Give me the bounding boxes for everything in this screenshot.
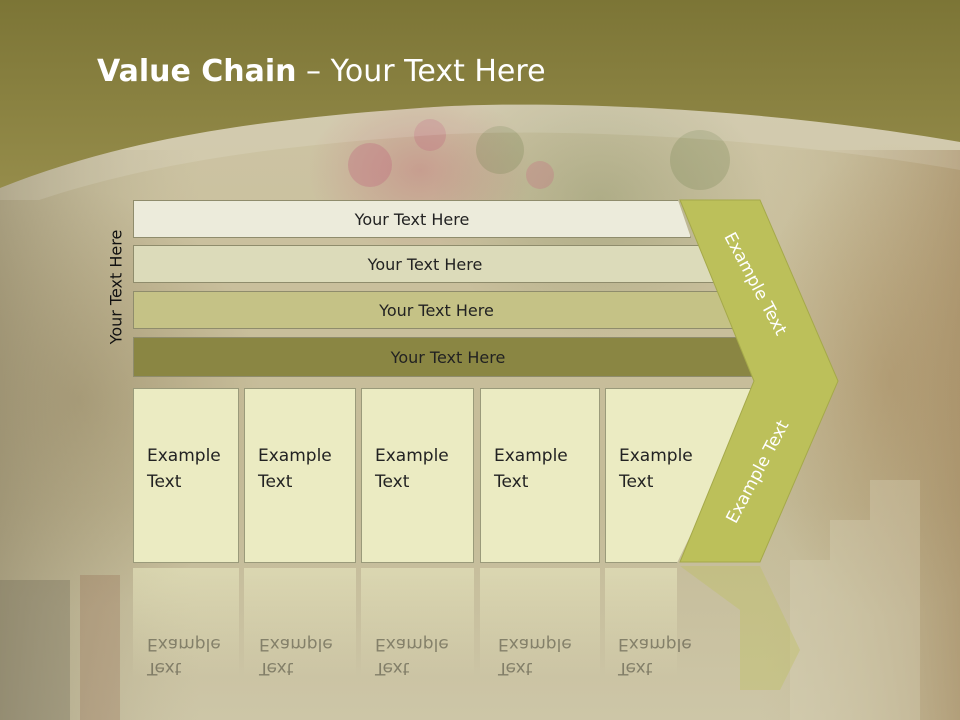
header-band xyxy=(0,0,960,200)
row-bar-label: Your Text Here xyxy=(390,347,506,367)
row-bar-4: Your Text Here xyxy=(133,337,763,377)
slide-title: Value Chain – Your Text Here xyxy=(97,54,546,89)
column-1: Example Text xyxy=(133,388,239,563)
title-rest: – Your Text Here xyxy=(296,54,546,89)
column-line1: Example xyxy=(494,446,568,466)
column-4: Example Text xyxy=(480,388,600,563)
column-reflection xyxy=(244,568,356,678)
column-line1: Example xyxy=(258,446,332,466)
column-line1: Example xyxy=(619,446,693,466)
column-line2: Text xyxy=(258,472,293,492)
chevron-reflection xyxy=(680,566,800,690)
column-line1: Example xyxy=(147,446,221,466)
column-line2: Text xyxy=(375,472,410,492)
column-line2: Text xyxy=(494,472,529,492)
column-reflection xyxy=(133,568,239,678)
row-bar-3: Your Text Here xyxy=(133,291,740,329)
column-reflection xyxy=(480,568,600,678)
row-bar-label: Your Text Here xyxy=(354,209,470,229)
column-reflection xyxy=(361,568,474,678)
column-3: Example Text xyxy=(361,388,474,563)
column-line2: Text xyxy=(619,472,654,492)
row-bar-1: Your Text Here xyxy=(133,200,691,238)
column-line2: Text xyxy=(147,472,182,492)
row-bar-label: Your Text Here xyxy=(367,254,483,274)
column-2: Example Text xyxy=(244,388,356,563)
column-reflection xyxy=(605,568,677,678)
chevron-shape xyxy=(679,199,839,563)
title-bold: Value Chain xyxy=(97,54,297,89)
row-bar-label: Your Text Here xyxy=(379,300,494,320)
column-line1: Example xyxy=(375,446,449,466)
